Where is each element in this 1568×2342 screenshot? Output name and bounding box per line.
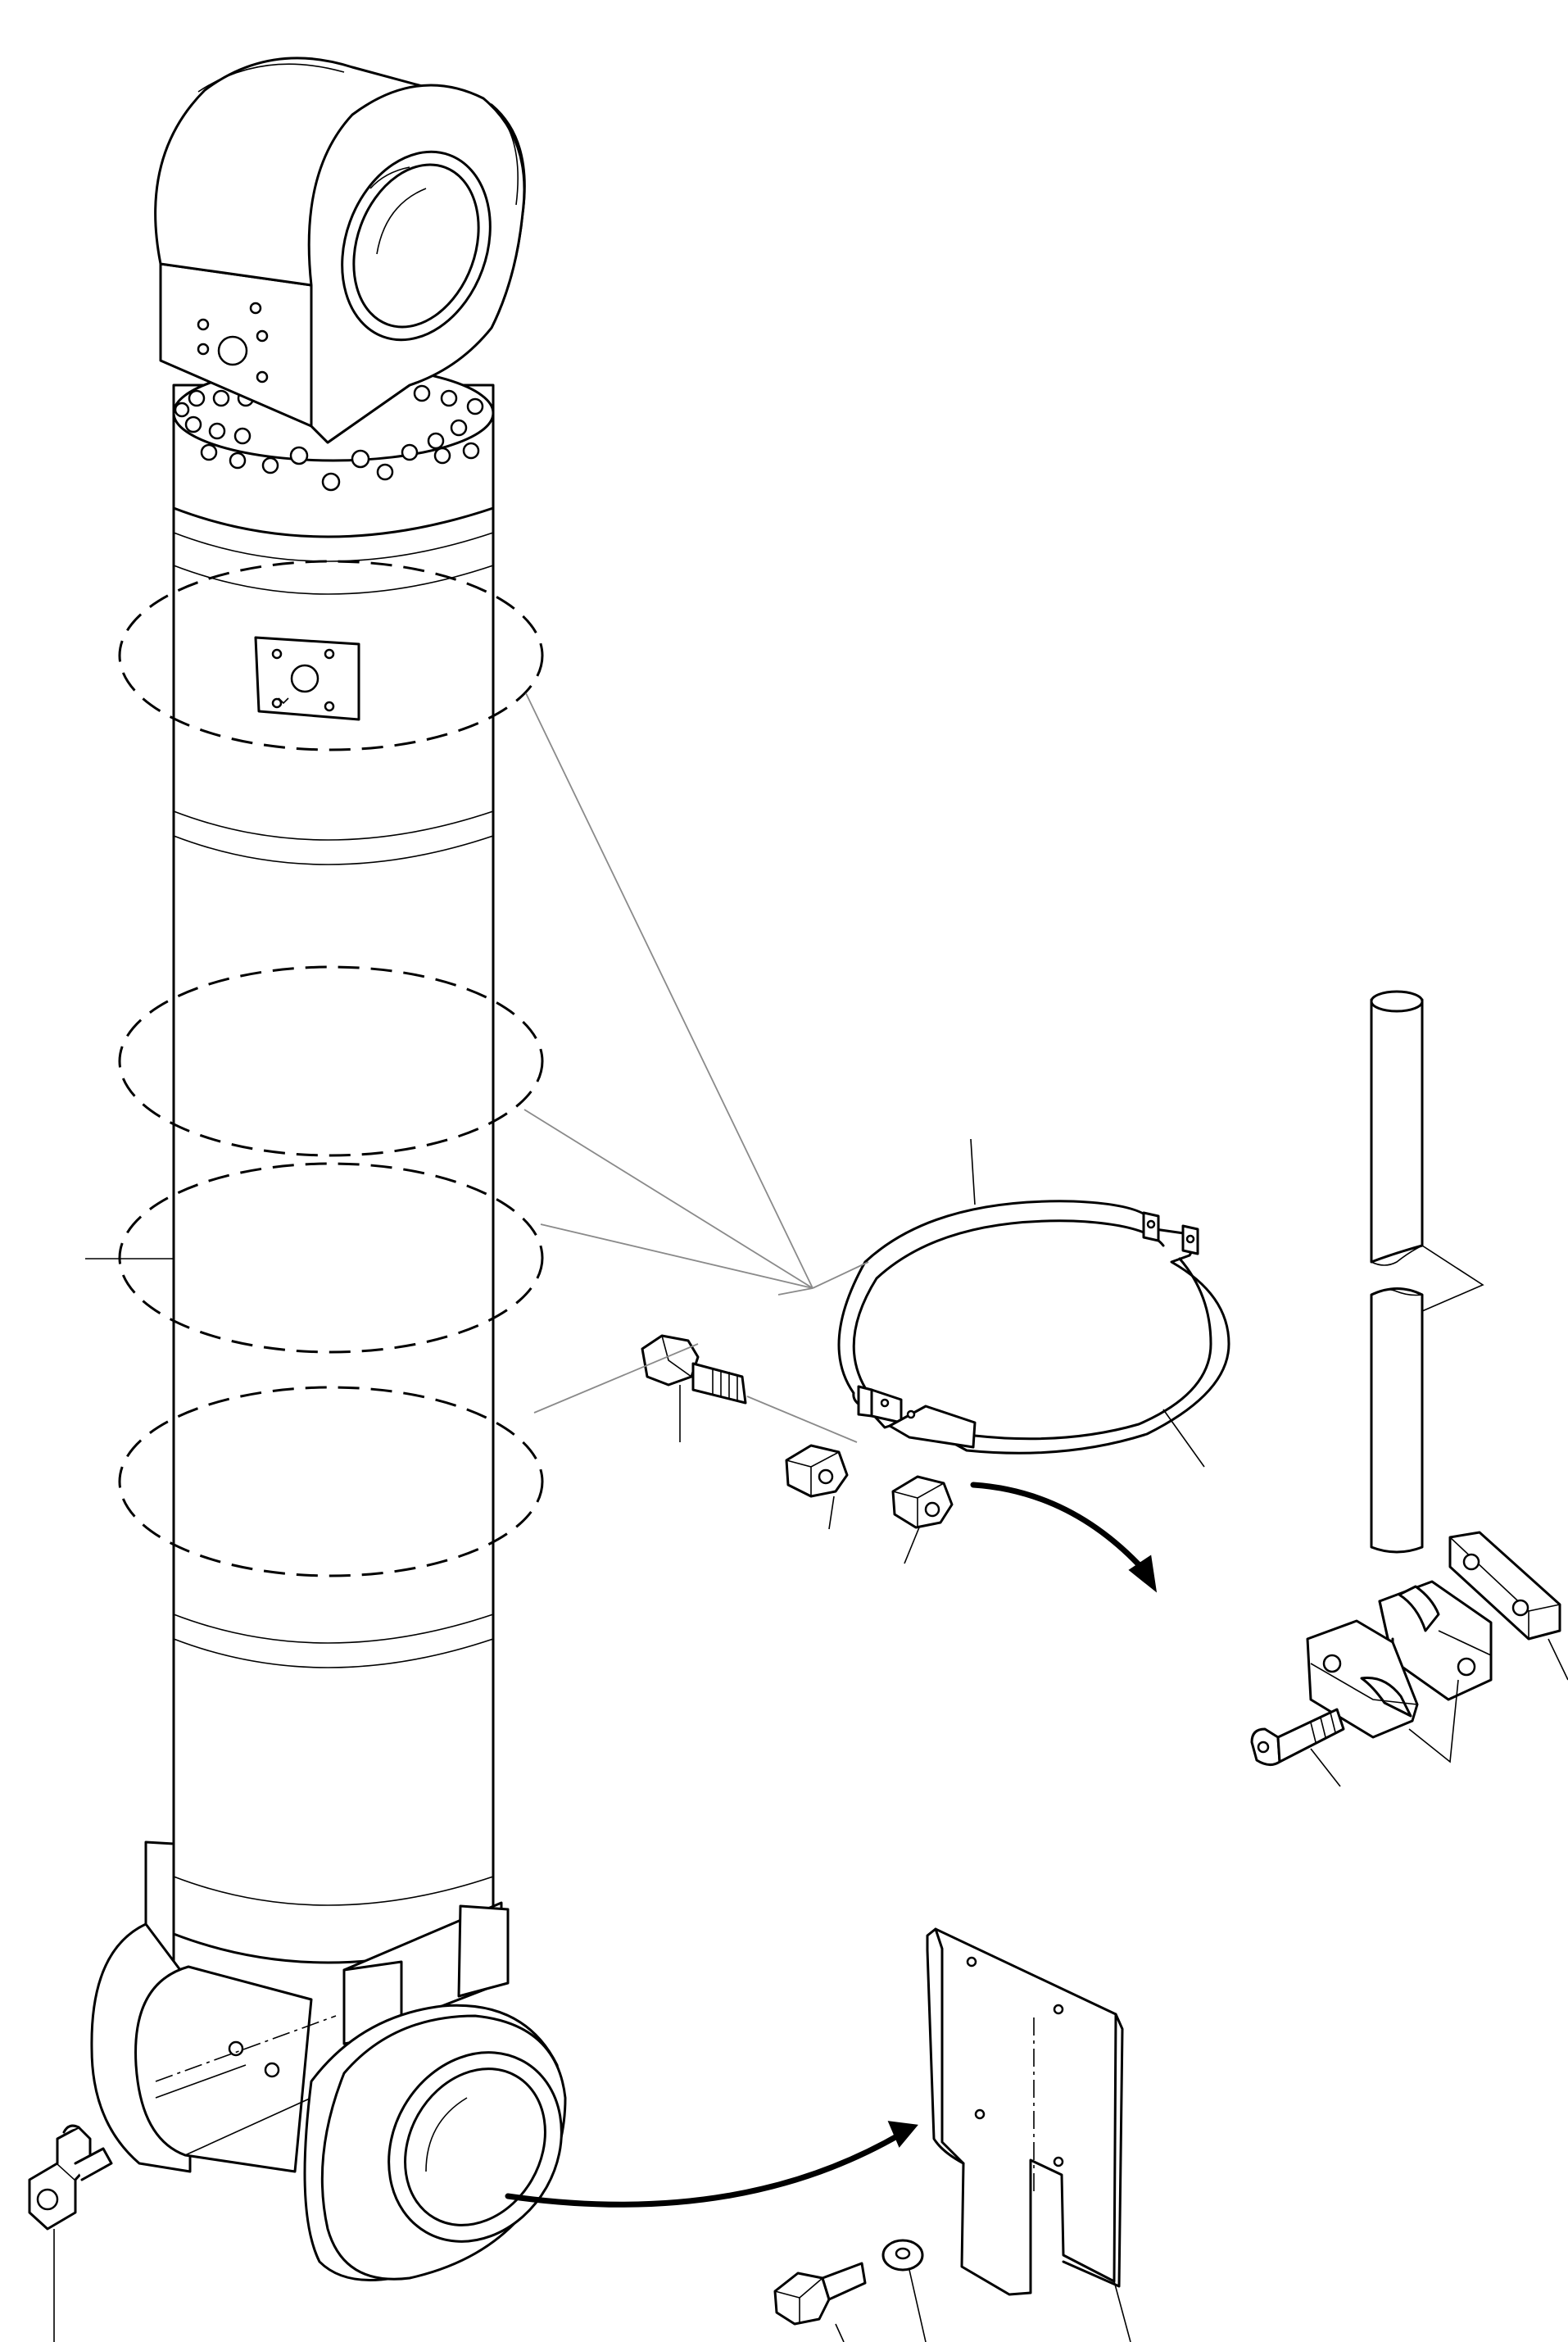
clamp-bolt bbox=[641, 1334, 747, 1442]
cylinder-head-eye bbox=[154, 57, 526, 538]
cylinder-bottom-eye bbox=[90, 1840, 567, 2281]
clamp-nut-2 bbox=[891, 1475, 954, 1564]
guard-plate-washer bbox=[881, 2239, 927, 2342]
grease-fitting bbox=[28, 2124, 113, 2342]
tube bbox=[1370, 990, 1484, 1554]
clamp-nut-1 bbox=[785, 1444, 849, 1530]
tube-clamp-cover-plate bbox=[1448, 1531, 1568, 1681]
pipe-clamp-band bbox=[837, 1138, 1230, 1468]
hydraulic-cylinder bbox=[118, 506, 544, 1964]
tube-clamp-screw bbox=[1250, 1708, 1345, 1787]
arrow-guard-to-eye bbox=[505, 2121, 918, 2208]
flange-bolts bbox=[174, 384, 484, 492]
guard-plate-bolt bbox=[773, 2262, 867, 2342]
arrow-clamp-to-tube bbox=[970, 1482, 1158, 1593]
leader-lines bbox=[85, 692, 869, 1443]
guard-plate bbox=[926, 1927, 1131, 2342]
tube-clamp-half-lower bbox=[1306, 1619, 1459, 1763]
